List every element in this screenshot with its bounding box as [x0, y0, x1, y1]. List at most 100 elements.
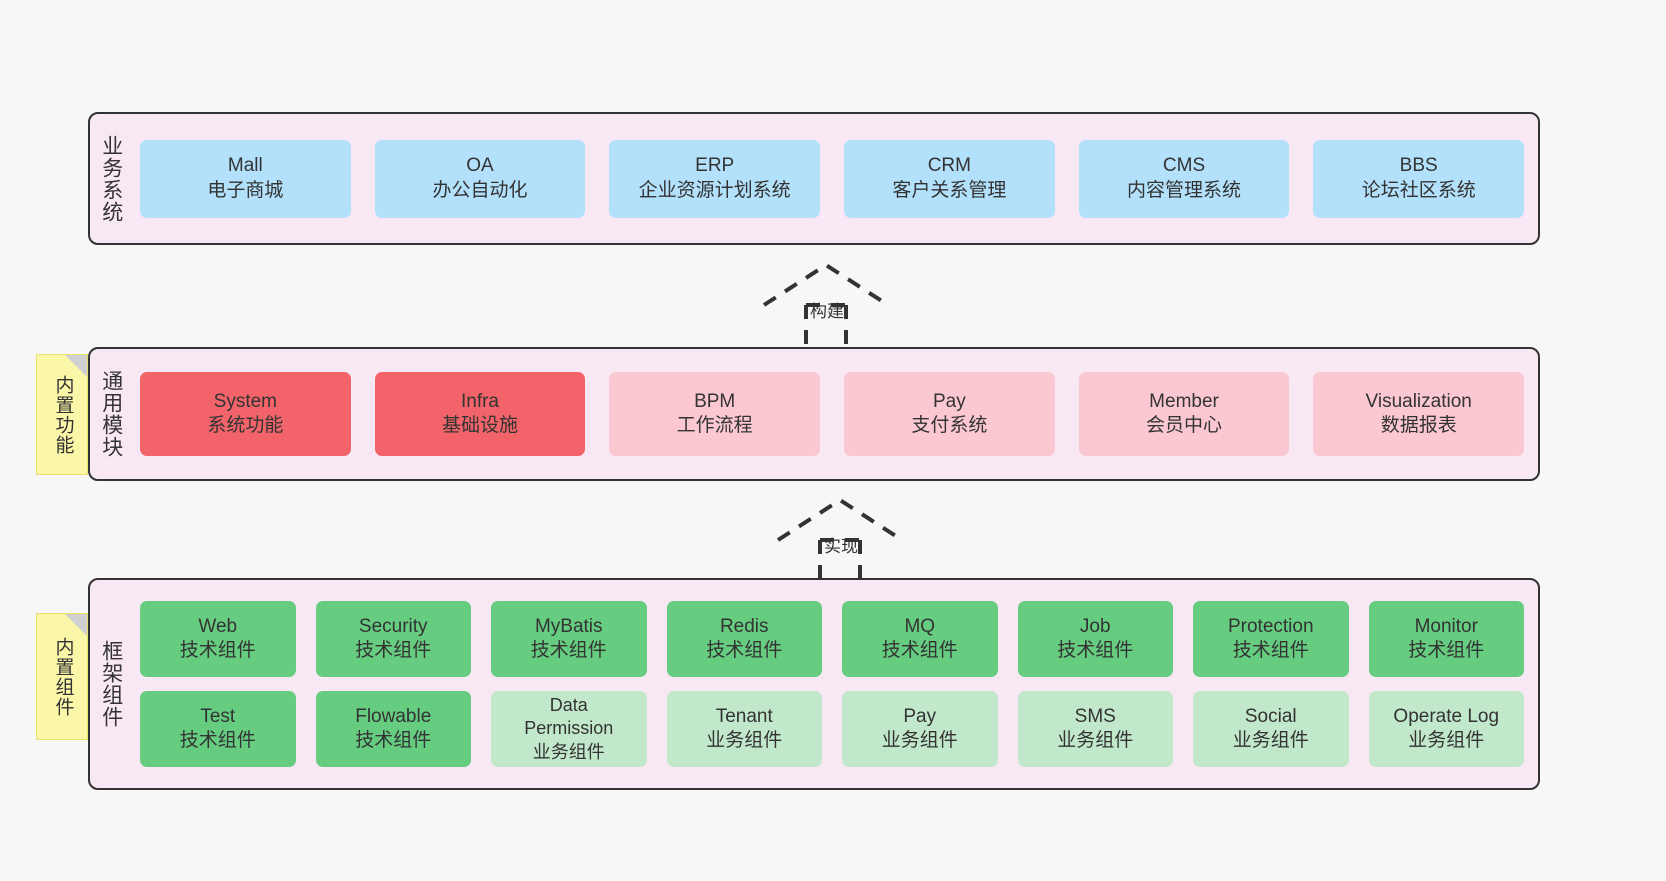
card-security-name: Security: [358, 615, 428, 637]
framework-row-1: Web 技术组件 Security 技术组件 MyBatis 技术组件 Redi…: [140, 601, 1524, 677]
card-mall-desc: 电子商城: [207, 179, 284, 201]
lane-common-modules: 通用模块 System 系统功能 Infra 基础设施 BPM 工作流程 Pay…: [88, 347, 1540, 481]
card-member-desc: 会员中心: [1146, 415, 1223, 436]
card-visualization[interactable]: Visualization 数据报表: [1313, 372, 1525, 456]
card-cms-desc: 内容管理系统: [1127, 179, 1242, 201]
card-sms-desc: 业务组件: [1057, 730, 1134, 751]
card-pay-component[interactable]: Pay 业务组件: [842, 691, 998, 767]
card-system-desc: 系统功能: [207, 415, 284, 436]
card-test-name: Test: [200, 705, 236, 727]
connector-build: 构建: [746, 255, 926, 355]
card-crm-desc: 客户关系管理: [892, 179, 1007, 201]
card-crm-name: CRM: [927, 155, 971, 177]
card-sms-name: SMS: [1074, 705, 1116, 727]
note-builtin-components: 内置组件: [36, 613, 88, 740]
card-crm[interactable]: CRM 客户关系管理: [844, 139, 1055, 218]
card-bbs[interactable]: BBS 论坛社区系统: [1313, 139, 1525, 218]
card-test-desc: 技术组件: [179, 730, 256, 751]
card-mall[interactable]: Mall 电子商城: [140, 139, 351, 218]
card-mall-name: Mall: [227, 155, 263, 177]
card-data-permission[interactable]: Data Permission 业务组件: [491, 691, 647, 767]
connector-implement: 实现: [760, 490, 940, 590]
card-protection[interactable]: Protection 技术组件: [1193, 601, 1349, 677]
card-pay-module-desc: 支付系统: [911, 415, 988, 436]
card-sms[interactable]: SMS 业务组件: [1017, 691, 1173, 767]
card-social-desc: 业务组件: [1232, 730, 1309, 751]
card-monitor[interactable]: Monitor 技术组件: [1368, 601, 1524, 677]
card-infra-desc: 基础设施: [442, 415, 519, 436]
card-oa-desc: 办公自动化: [432, 179, 528, 201]
card-cms-name: CMS: [1162, 155, 1206, 177]
card-infra[interactable]: Infra 基础设施: [374, 372, 586, 456]
card-mq-name: MQ: [904, 615, 936, 637]
lane-framework-components: 框架组件 Web 技术组件 Security 技术组件 MyBatis 技术组件…: [88, 578, 1540, 790]
connector-build-label: 构建: [810, 302, 844, 321]
card-mq[interactable]: MQ 技术组件: [842, 601, 998, 677]
connector-implement-label: 实现: [824, 537, 858, 556]
card-operate-log-name: Operate Log: [1393, 705, 1500, 727]
card-test[interactable]: Test 技术组件: [140, 691, 296, 767]
card-redis[interactable]: Redis 技术组件: [666, 601, 822, 677]
card-bpm-name: BPM: [694, 390, 736, 412]
connector-build-arrow: [762, 262, 890, 351]
card-flowable-desc: 技术组件: [355, 730, 432, 751]
card-system-name: System: [213, 390, 278, 412]
card-security[interactable]: Security 技术组件: [315, 601, 471, 677]
note-fold-corner-icon: [65, 614, 87, 636]
card-bbs-name: BBS: [1399, 155, 1438, 177]
card-pay-component-desc: 业务组件: [881, 730, 958, 751]
card-bbs-desc: 论坛社区系统: [1361, 179, 1476, 201]
card-tenant[interactable]: Tenant 业务组件: [666, 691, 822, 767]
card-job-name: Job: [1079, 615, 1111, 637]
common-modules-row: System 系统功能 Infra 基础设施 BPM 工作流程 Pay 支付系统…: [140, 372, 1525, 456]
card-bpm-desc: 工作流程: [676, 415, 753, 436]
card-protection-desc: 技术组件: [1232, 640, 1309, 661]
card-erp-name: ERP: [695, 155, 735, 177]
business-systems-row: Mall 电子商城 OA 办公自动化 ERP 企业资源计划系统 CRM 客户关系…: [140, 139, 1525, 218]
card-visualization-desc: 数据报表: [1380, 415, 1457, 436]
note-builtin-features: 内置功能: [36, 354, 88, 475]
card-pay-module[interactable]: Pay 支付系统: [844, 372, 1055, 456]
card-redis-name: Redis: [719, 615, 769, 637]
card-web-name: Web: [198, 615, 238, 637]
lane-business-systems-label: 业务系统: [99, 134, 123, 223]
note-fold-corner-icon: [65, 355, 87, 377]
lane-framework-components-body: Web 技术组件 Security 技术组件 MyBatis 技术组件 Redi…: [132, 580, 1538, 788]
lane-business-systems: 业务系统 Mall 电子商城 OA 办公自动化 ERP 企业资源计划系统 CRM…: [88, 112, 1540, 245]
card-flowable-name: Flowable: [355, 705, 432, 727]
card-erp-desc: 企业资源计划系统: [638, 179, 791, 201]
card-mybatis[interactable]: MyBatis 技术组件: [491, 601, 647, 677]
card-system[interactable]: System 系统功能: [140, 372, 351, 456]
card-member-name: Member: [1149, 390, 1219, 412]
framework-row-2: Test 技术组件 Flowable 技术组件 Data Permission …: [140, 691, 1524, 767]
card-member[interactable]: Member 会员中心: [1078, 372, 1290, 456]
card-operate-log[interactable]: Operate Log 业务组件: [1368, 691, 1524, 767]
card-operate-log-desc: 业务组件: [1408, 730, 1485, 751]
card-pay-component-name: Pay: [903, 705, 937, 727]
lane-common-modules-body: System 系统功能 Infra 基础设施 BPM 工作流程 Pay 支付系统…: [132, 349, 1538, 479]
card-monitor-name: Monitor: [1414, 615, 1478, 637]
card-erp[interactable]: ERP 企业资源计划系统: [609, 139, 821, 218]
card-protection-name: Protection: [1227, 615, 1314, 637]
card-tenant-desc: 业务组件: [706, 730, 783, 751]
card-pay-module-name: Pay: [932, 390, 966, 412]
card-job-desc: 技术组件: [1057, 640, 1134, 661]
lane-common-modules-label: 通用模块: [99, 370, 123, 458]
card-web[interactable]: Web 技术组件: [140, 601, 296, 677]
card-visualization-name: Visualization: [1365, 390, 1472, 412]
note-builtin-features-text: 内置功能: [52, 374, 74, 455]
card-data-permission-desc: 业务组件: [532, 741, 605, 762]
card-mybatis-name: MyBatis: [534, 615, 603, 637]
card-oa[interactable]: OA 办公自动化: [374, 139, 586, 218]
card-oa-name: OA: [466, 155, 494, 177]
card-flowable[interactable]: Flowable 技术组件: [315, 691, 471, 767]
card-bpm[interactable]: BPM 工作流程: [609, 372, 821, 456]
card-mq-desc: 技术组件: [881, 640, 958, 661]
lane-framework-components-label: 框架组件: [99, 640, 123, 728]
card-social-name: Social: [1244, 705, 1297, 727]
card-social[interactable]: Social 业务组件: [1193, 691, 1349, 767]
card-infra-name: Infra: [460, 390, 500, 412]
card-cms[interactable]: CMS 内容管理系统: [1078, 139, 1290, 218]
card-job[interactable]: Job 技术组件: [1017, 601, 1173, 677]
